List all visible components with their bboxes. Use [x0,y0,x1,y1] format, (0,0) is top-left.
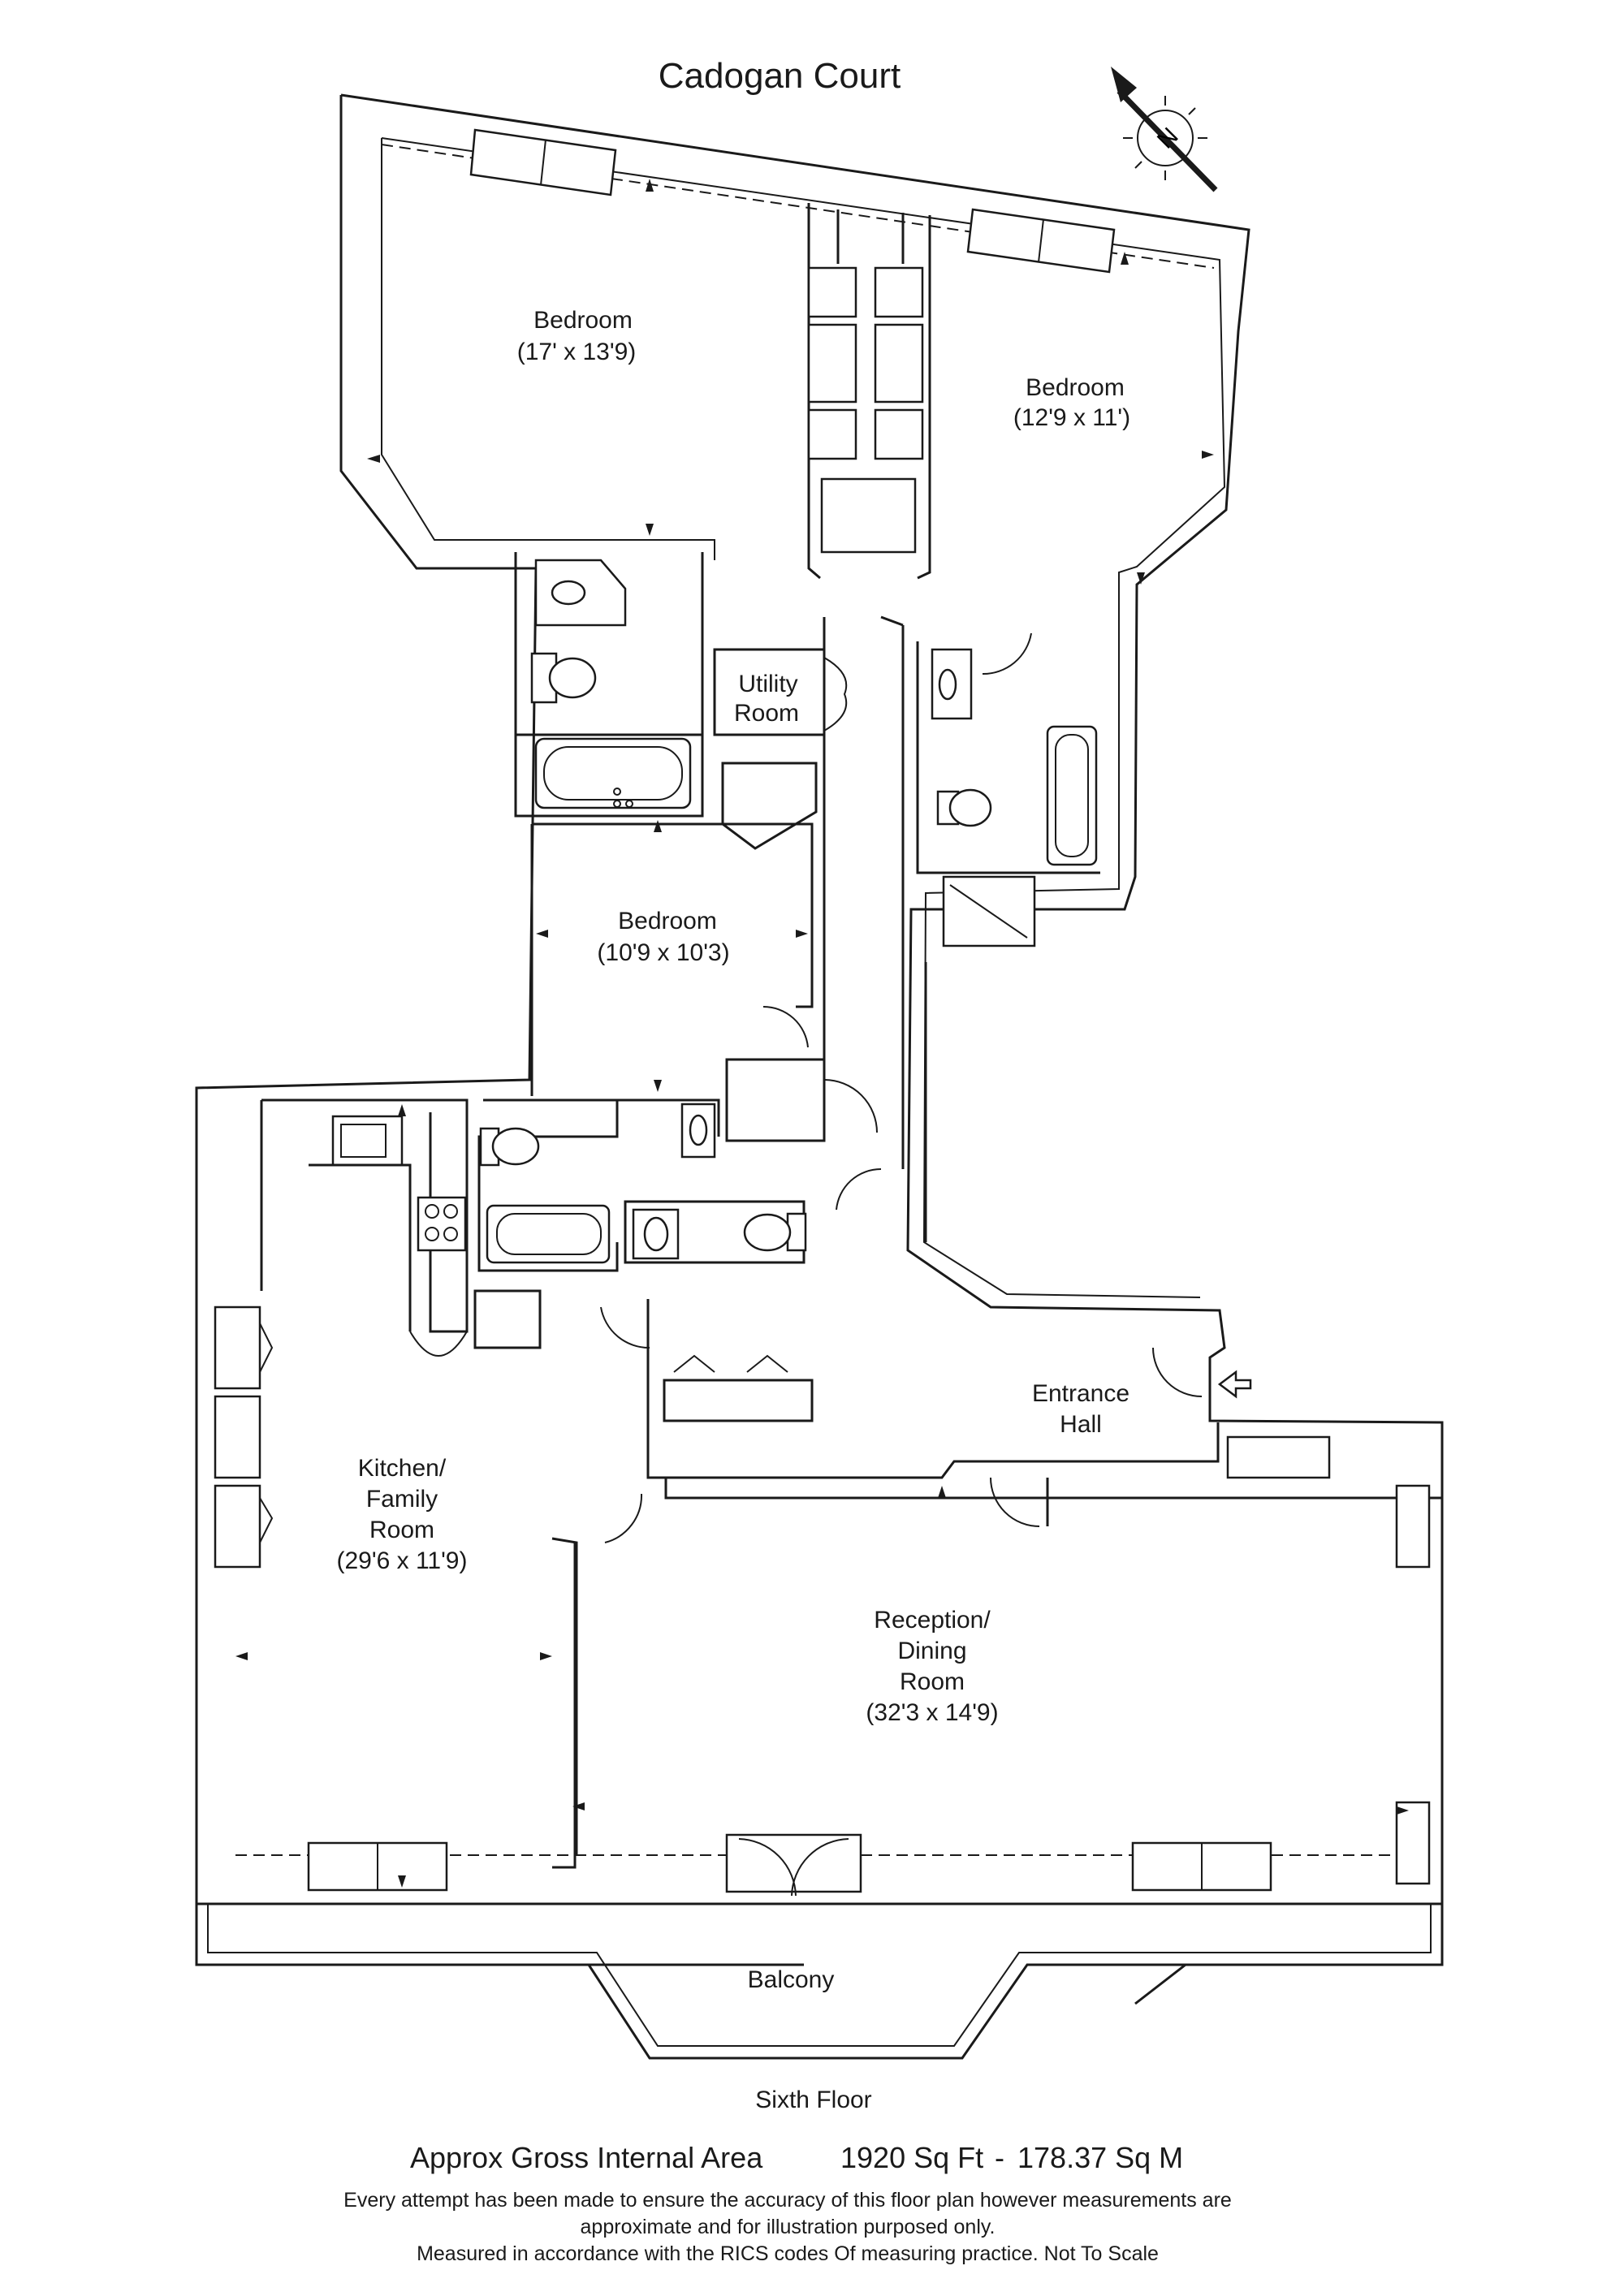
area-sqm: 178.37 Sq M [1017,2141,1183,2174]
room-entrance-hall: Entrance Hall [1032,1380,1129,1438]
balcony [195,1900,1444,2060]
area-sqft: 1920 Sq Ft [840,2141,983,2174]
room-dims: (17' x 13'9) [517,339,637,365]
room-bedroom1: Bedroom (17' x 13'9) [517,307,637,365]
disclaimer: Every attempt has been made to ensure th… [343,2189,1232,2265]
disclaimer-line1: Every attempt has been made to ensure th… [343,2189,1232,2212]
room-name-line1: Kitchen/ [358,1455,447,1482]
south-windows [307,1833,1272,1897]
area-label: Approx Gross Internal Area [410,2141,763,2174]
room-dims: (12'9 x 11') [1013,404,1130,431]
room-name-line1: Entrance [1032,1380,1129,1407]
room-name-line1: Reception/ [874,1607,991,1634]
room-name-line2: Family [366,1486,438,1513]
room-name: Balcony [748,1966,835,1993]
compass-icon: N [1111,67,1218,192]
room-dims: (10'9 x 10'3) [597,939,729,966]
reception-walls [551,1478,1442,1885]
bedroom3-walls [530,822,814,1096]
room-name-line3: Room [369,1517,434,1543]
lower-bathrooms [477,1058,882,1272]
kitchen-walls [214,1098,542,1569]
corridor-walls [807,203,931,1169]
room-name-line1: Utility [738,671,797,697]
area-summary: Approx Gross Internal Area 1920 Sq Ft - … [410,2141,1183,2174]
disclaimer-line3: Measured in accordance with the RICS cod… [417,2242,1159,2265]
room-dims: (29'6 x 11'9) [337,1547,468,1574]
room-bedroom2: Bedroom (12'9 x 11') [1013,374,1130,431]
building-title: Cadogan Court [659,56,901,96]
room-name-line2: Room [734,700,799,727]
floor-label: Sixth Floor [755,2087,871,2113]
wall-markers [235,179,1409,1888]
room-name: Bedroom [618,908,717,934]
room-dims: (32'3 x 14'9) [866,1699,998,1726]
room-name: Bedroom [533,307,633,334]
room-utility: Utility Room [734,671,799,727]
room-name: Bedroom [1026,374,1125,401]
entrance-hall-walls [600,1299,1331,1527]
room-name-line2: Dining [897,1638,966,1664]
area-separator: - [995,2141,1004,2174]
north-windows [469,128,1116,274]
room-reception: Reception/ Dining Room (32'3 x 14'9) [866,1607,998,1726]
room-name-line3: Room [900,1668,965,1695]
room-bedroom3: Bedroom (10'9 x 10'3) [597,908,729,966]
cupboard [721,762,818,850]
utility-room [713,648,848,736]
room-balcony: Balcony [748,1966,835,1993]
room-name-line2: Hall [1060,1411,1102,1438]
ensuite-right [916,632,1100,947]
ensuite-left [514,552,704,818]
disclaimer-line2: approximate and for illustration purpose… [581,2216,996,2238]
room-kitchen: Kitchen/ Family Room (29'6 x 11'9) [337,1455,468,1574]
